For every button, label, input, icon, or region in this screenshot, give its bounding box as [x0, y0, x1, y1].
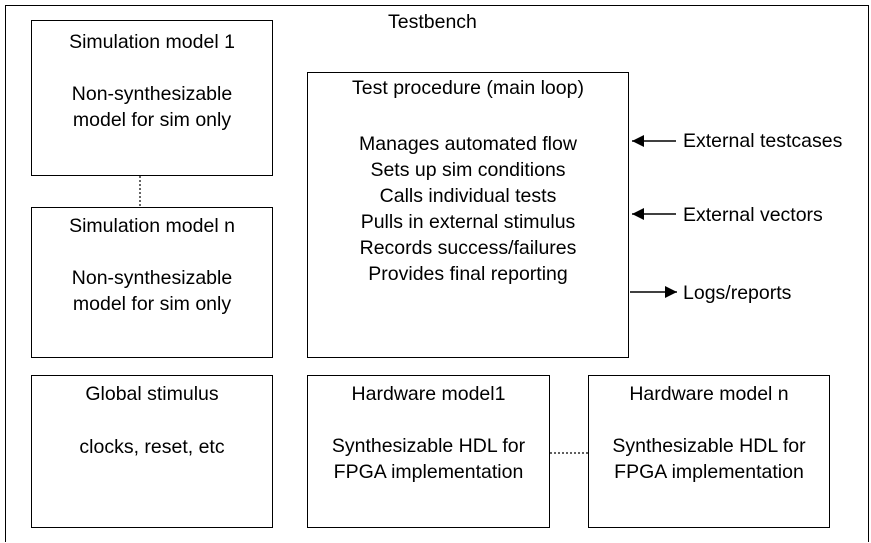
hw-model-n-line-2: FPGA implementation [614, 461, 804, 483]
test-procedure-box: Test procedure (main loop) Manages autom… [307, 72, 629, 358]
hw-model-n-box: Hardware model n Synthesizable HDL for F… [588, 375, 830, 528]
testbench-frame [5, 5, 869, 542]
logs-reports-label: Logs/reports [683, 282, 792, 304]
global-stimulus-box: Global stimulus clocks, reset, etc [31, 375, 273, 528]
test-procedure-line-4: Pulls in external stimulus [360, 211, 576, 233]
testbench-title: Testbench [388, 11, 477, 33]
test-procedure-title: Test procedure (main loop) [352, 77, 584, 99]
hw-model-1-line-2: FPGA implementation [333, 461, 524, 483]
global-stimulus-line-1: clocks, reset, etc [79, 436, 225, 458]
hw-model-n-line-1: Synthesizable HDL for [612, 435, 806, 457]
sim-model-n-title: Simulation model n [69, 215, 235, 237]
hw-model-1-title: Hardware model1 [351, 383, 506, 405]
sim-model-1-line-2: model for sim only [72, 109, 232, 131]
test-procedure-line-2: Sets up sim conditions [370, 159, 566, 181]
hw-model-1-box: Hardware model1 Synthesizable HDL for FP… [307, 375, 550, 528]
test-procedure-line-6: Provides final reporting [368, 263, 568, 285]
hw-model-1-line-1: Synthesizable HDL for [331, 435, 526, 457]
hw-model-n-title: Hardware model n [629, 383, 789, 405]
test-procedure-line-5: Records success/failures [359, 237, 577, 259]
test-procedure-line-3: Calls individual tests [379, 185, 557, 207]
global-stimulus-title: Global stimulus [85, 383, 219, 405]
sim-model-n-line-1: Non-synthesizable [71, 267, 233, 289]
external-vectors-label: External vectors [683, 204, 823, 226]
external-testcases-label: External testcases [683, 130, 843, 152]
test-procedure-line-1: Manages automated flow [359, 133, 577, 155]
sim-model-1-title: Simulation model 1 [69, 31, 235, 53]
sim-model-n-box: Simulation model n Non-synthesizable mod… [31, 207, 273, 358]
sim-model-1-box: Simulation model 1 Non-synthesizable mod… [31, 20, 273, 176]
sim-model-1-line-1: Non-synthesizable [71, 83, 233, 105]
sim-model-n-line-2: model for sim only [72, 293, 232, 315]
